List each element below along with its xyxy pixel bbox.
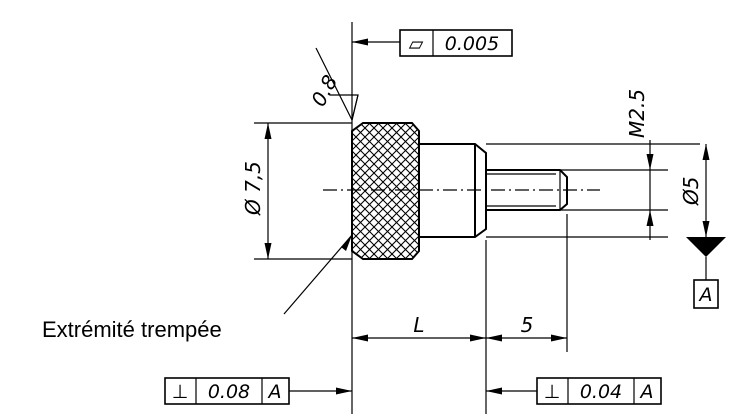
dimension-length: L 5 [352,214,568,414]
flatness-tolerance-frame: ▱ 0.005 [352,29,513,57]
knurl-line [359,123,419,259]
knurl-line [352,123,419,259]
perp-right-symbol: ⊥ [544,381,561,403]
knurl-line [395,123,419,259]
knurl-line [352,123,419,259]
knurl-line [352,123,419,259]
thread-label: M2.5 [625,89,649,138]
perp-right-datum: A [639,381,654,403]
hardened-end-callout: Extrémité trempée [42,234,353,342]
flatness-value: 0.005 [445,33,499,55]
perp-left-value: 0.08 [208,381,250,403]
roughness-value: 0.8 [306,71,342,110]
knurl-line [352,123,419,259]
knurl-line [377,123,419,259]
knurl-hatch [352,123,419,259]
knurl-line [395,123,419,259]
thread-length-label: 5 [521,313,534,337]
knurl-line [377,123,419,259]
shank-diameter-label: Ø5 [679,177,703,206]
knurl-line [352,123,353,259]
perpendicularity-frame-right: ⊥ 0.04 A [486,377,662,405]
knurl-line [352,123,419,259]
knurl-line [368,123,419,259]
knurl-line [352,123,419,259]
perp-left-symbol: ⊥ [172,381,189,403]
knurl-line [359,123,419,259]
surface-roughness-symbol: 0.8 [306,47,359,122]
perp-left-datum: A [267,381,282,403]
datum-a-label: A [698,284,713,306]
flatness-symbol: ▱ [409,33,424,55]
dimension-shank-diameter: Ø5 [679,144,710,237]
datum-a-symbol: A [686,237,726,309]
knurl-line [368,123,419,259]
dimension-thread: M2.5 [486,89,700,240]
callout-label: Extrémité trempée [42,317,222,342]
head-diameter-label: Ø 7,5 [241,161,265,216]
perp-right-value: 0.04 [580,381,622,403]
dimension-head-diameter: Ø 7,5 [241,122,352,260]
perpendicularity-frame-left: ⊥ 0.08 A [164,377,352,405]
knurl-line [352,123,419,259]
length-label: L [413,313,424,337]
knurl-line [386,123,419,259]
knurl-line [352,123,353,259]
knurl-line [386,123,419,259]
